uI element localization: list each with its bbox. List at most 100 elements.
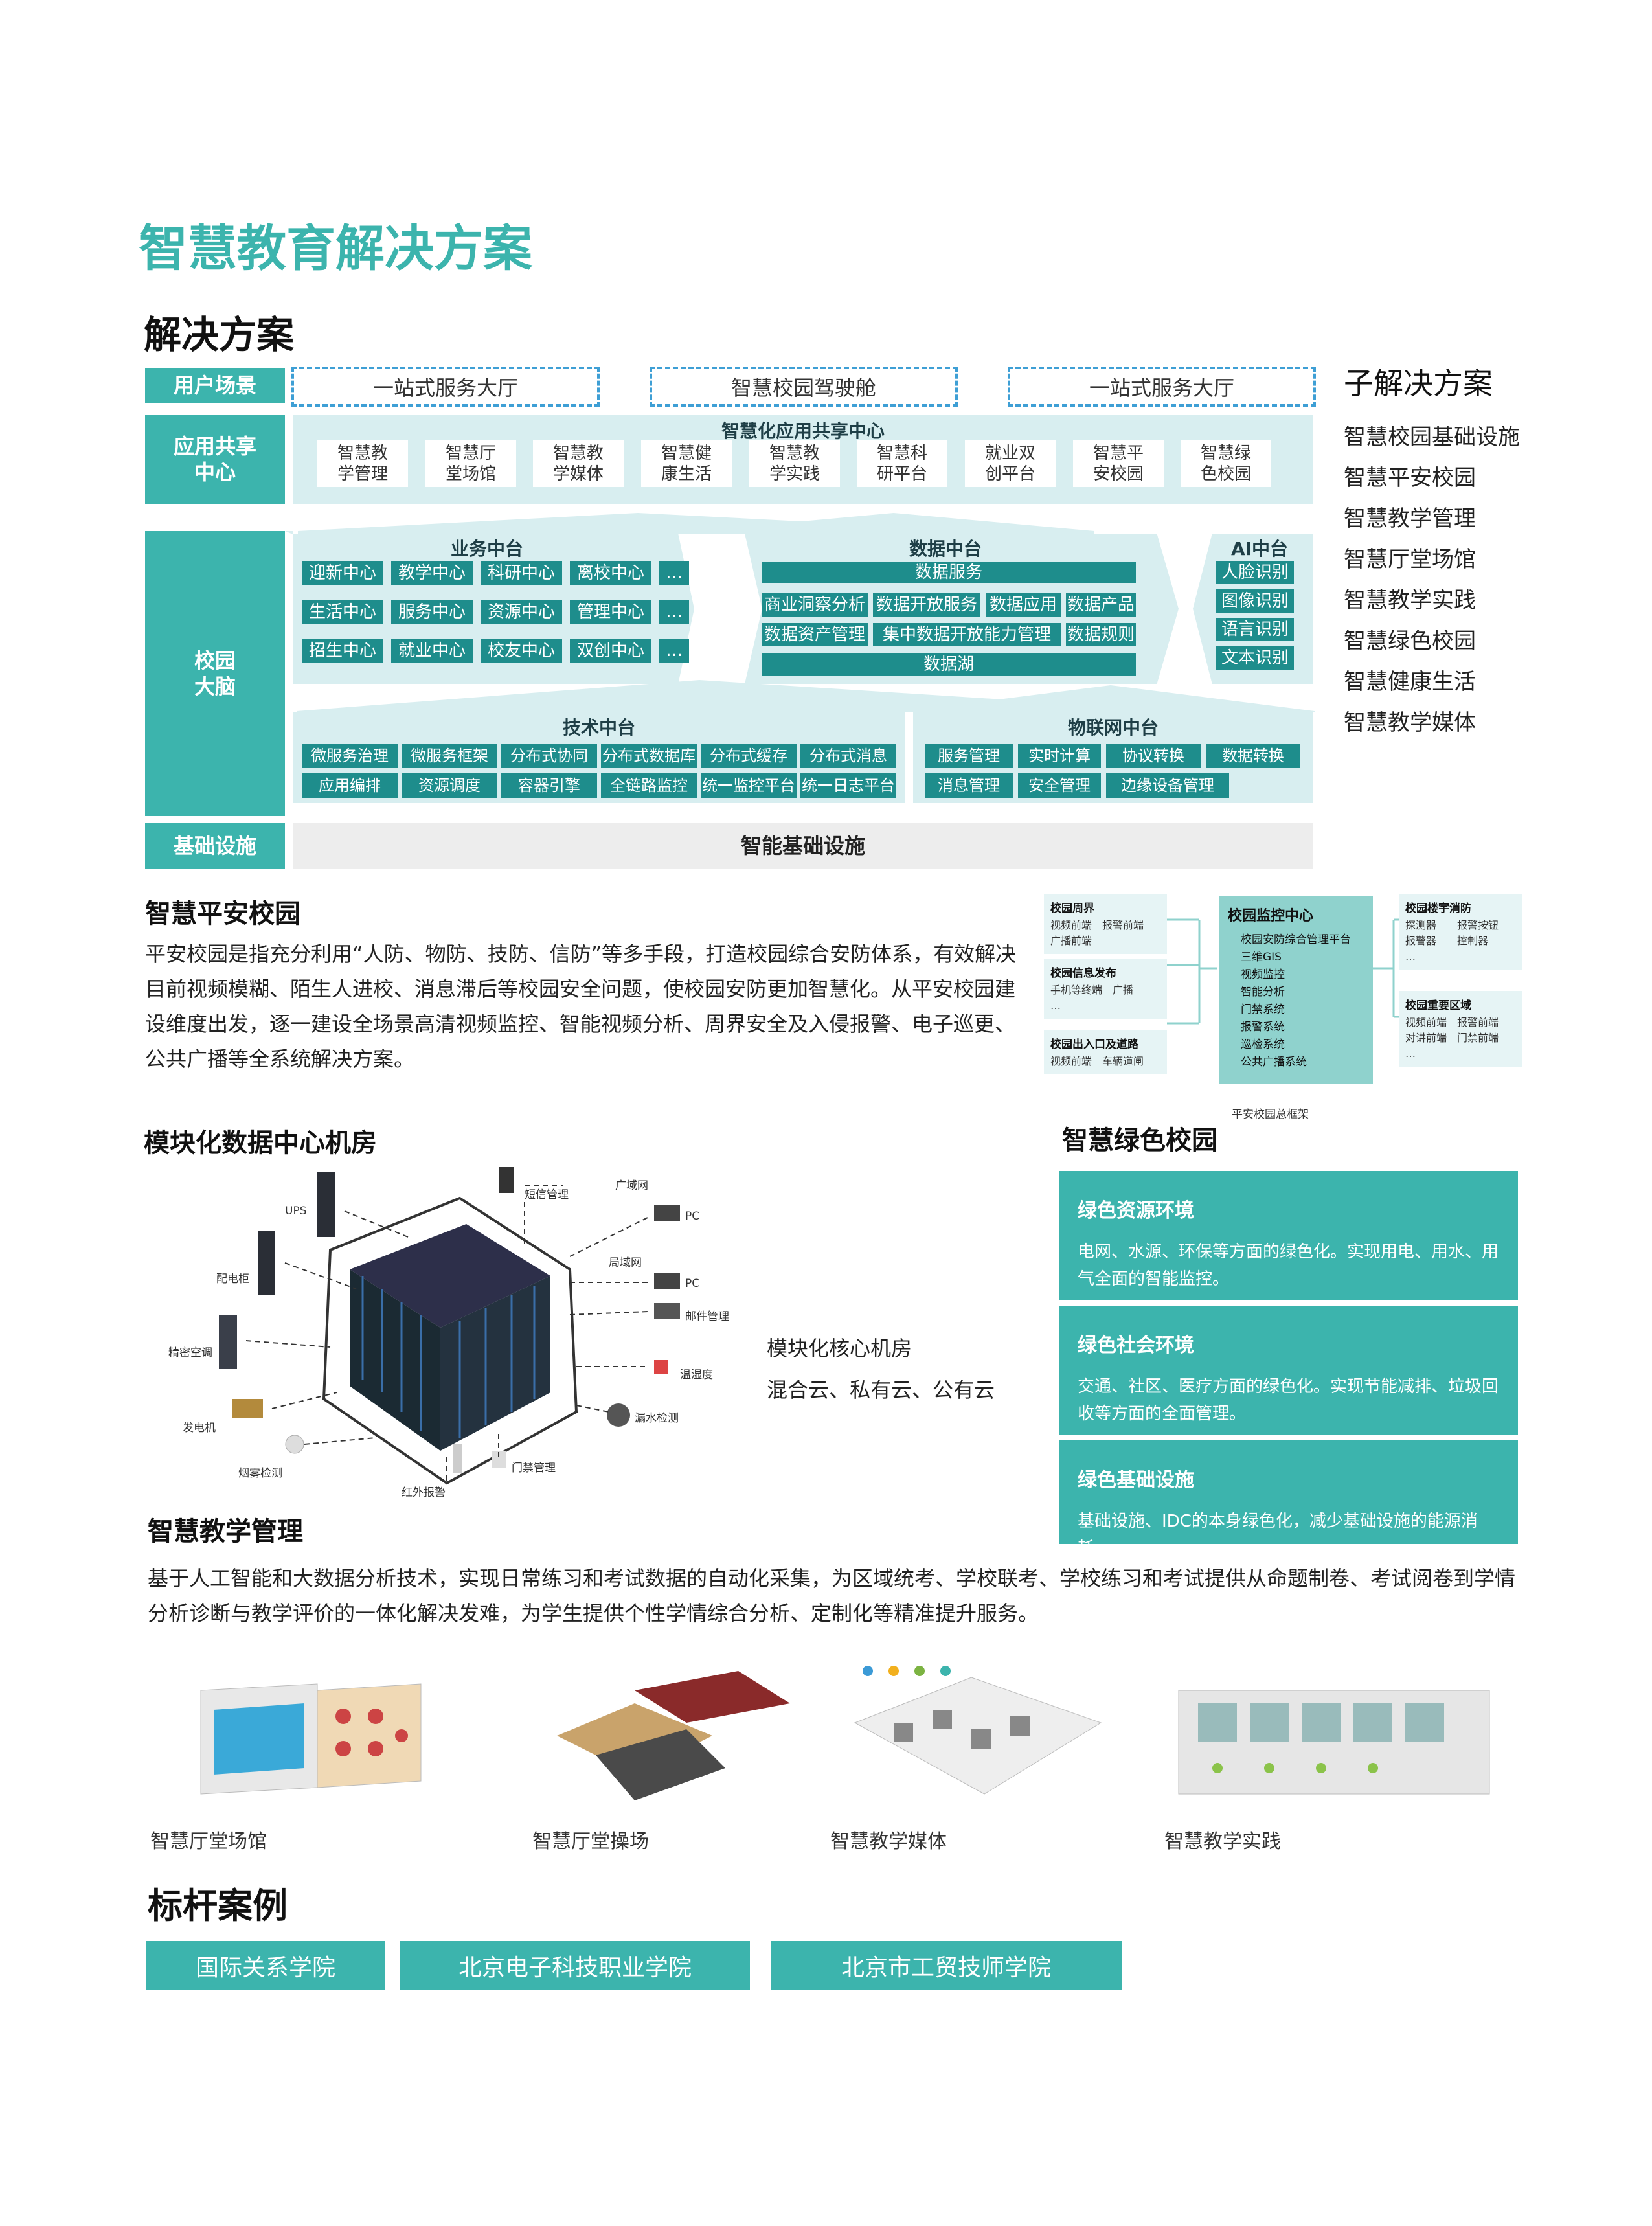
diagram-box-title: 校园楼宇消防 xyxy=(1405,902,1471,915)
sub-solution-item[interactable]: 智慧绿色校园 xyxy=(1344,628,1476,654)
tech-item: 全链路监控 xyxy=(601,773,697,798)
sub-solutions-heading: 子解决方案 xyxy=(1344,366,1493,401)
green-card-desc: 基础设施、IDC的本身绿色化，减少基础设施的能源消耗。 xyxy=(1078,1512,1478,1558)
diagram-box-title: 校园信息发布 xyxy=(1050,967,1116,980)
sub-solution-item[interactable]: 智慧校园基础设施 xyxy=(1344,424,1520,450)
dc-label: 烟雾检测 xyxy=(238,1467,282,1480)
business-item: 校友中心 xyxy=(481,639,562,663)
green-card-title: 绿色社会环境 xyxy=(1078,1334,1194,1357)
case-item[interactable]: 北京市工贸技师学院 xyxy=(771,1941,1122,1990)
business-item: 离校中心 xyxy=(570,561,651,585)
diagram-box-line: 视频前端 报警前端 xyxy=(1050,919,1144,931)
dc-side-line: 混合云、私有云、公有云 xyxy=(767,1378,995,1402)
sub-solution-item[interactable]: 智慧教学媒体 xyxy=(1344,710,1476,736)
business-item: 迎新中心 xyxy=(302,561,383,585)
monitor-center-item: 门禁系统 xyxy=(1241,1003,1285,1016)
data-title: 数据中台 xyxy=(909,538,982,560)
tech-title: 技术中台 xyxy=(562,717,635,738)
tech-item: 统一监控平台 xyxy=(701,773,797,798)
scene-item: 一站式服务大厅 xyxy=(291,367,600,407)
diagram-box-title: 校园重要区域 xyxy=(1405,999,1471,1012)
data-service: 数据服务 xyxy=(762,562,1136,583)
business-item: … xyxy=(659,561,689,585)
tag-user-scene: 用户场景 xyxy=(145,368,285,403)
page-title: 智慧教育解决方案 xyxy=(139,220,532,277)
image-playground xyxy=(518,1664,803,1813)
diagram-box-line: 手机等终端 广播 xyxy=(1050,984,1134,996)
diagram-box-line: 探测器 报警按钮 xyxy=(1405,919,1499,931)
diagram-box: 校园重要区域视频前端 报警前端对讲前端 门禁前端… xyxy=(1399,991,1522,1067)
tech-item: 统一日志平台 xyxy=(800,773,896,798)
dc-label: 发电机 xyxy=(183,1422,216,1435)
business-item: 教学中心 xyxy=(391,561,473,585)
dc-label: 精密空调 xyxy=(168,1346,212,1359)
sub-solution-item[interactable]: 智慧厅堂场馆 xyxy=(1344,547,1476,573)
business-item: 管理中心 xyxy=(570,600,651,624)
image-practice xyxy=(1172,1664,1496,1813)
image-venue xyxy=(149,1664,453,1813)
monitor-center-item: 公共广播系统 xyxy=(1241,1056,1307,1069)
diagram-caption: 平安校园总框架 xyxy=(1232,1108,1309,1121)
app-item: 智慧绿色校园 xyxy=(1181,440,1271,487)
sub-solution-item[interactable]: 智慧健康生活 xyxy=(1344,669,1476,695)
dc-label: PC xyxy=(685,1277,700,1290)
green-card: 绿色基础设施 基础设施、IDC的本身绿色化，减少基础设施的能源消耗。 xyxy=(1059,1440,1518,1558)
case-item[interactable]: 北京电子科技职业学院 xyxy=(400,1941,750,1990)
iot-item: 服务管理 xyxy=(925,744,1013,768)
dc-side-line: 模块化核心机房 xyxy=(767,1336,912,1361)
green-card-title: 绿色基础设施 xyxy=(1078,1469,1194,1492)
tech-item: 应用编排 xyxy=(302,773,398,798)
iot-item: 边缘设备管理 xyxy=(1106,773,1229,798)
business-item: 科研中心 xyxy=(481,561,562,585)
diagram-box-line: … xyxy=(1405,1047,1416,1060)
datacenter-drawing xyxy=(219,1167,680,1485)
iot-item: 安全管理 xyxy=(1018,773,1101,798)
ai-item: 文本识别 xyxy=(1216,646,1294,670)
data-item: 集中数据开放能力管理 xyxy=(873,623,1061,646)
scene-item: 一站式服务大厅 xyxy=(1008,367,1316,407)
solution-heading: 解决方案 xyxy=(144,313,295,357)
dc-label: 温湿度 xyxy=(680,1369,713,1381)
dc-label: 短信管理 xyxy=(525,1188,569,1201)
tech-item: 分布式消息 xyxy=(800,744,896,768)
data-item: 数据应用 xyxy=(986,593,1061,617)
dc-label: 邮件管理 xyxy=(685,1310,729,1323)
diagram-box-line: 广播前端 xyxy=(1050,935,1092,947)
sub-solution-item[interactable]: 智慧教学实践 xyxy=(1344,587,1476,613)
infra-bar: 智能基础设施 xyxy=(293,823,1313,869)
tech-item: 微服务治理 xyxy=(302,744,398,768)
sub-solution-item[interactable]: 智慧平安校园 xyxy=(1344,465,1476,491)
business-item: 就业中心 xyxy=(391,639,473,663)
image-caption: 智慧厅堂操场 xyxy=(532,1830,649,1853)
dc-label: PC xyxy=(685,1210,700,1223)
dc-label: 漏水检测 xyxy=(635,1412,679,1425)
datacenter-side-text: 模块化核心机房 混合云、私有云、公有云 xyxy=(767,1328,995,1411)
app-item: 智慧平安校园 xyxy=(1073,440,1164,487)
data-item: 商业洞察分析 xyxy=(762,593,868,617)
sub-solutions: 子解决方案 智慧校园基础设施智慧平安校园智慧教学管理智慧厅堂场馆智慧教学实践智慧… xyxy=(1344,360,1520,744)
business-title: 业务中台 xyxy=(450,538,523,560)
image-caption: 智慧教学媒体 xyxy=(830,1830,947,1853)
ai-title: AI中台 xyxy=(1230,538,1289,560)
green-card: 绿色资源环境 电网、水源、环保等方面的绿色化。实现用电、用水、用气全面的智能监控… xyxy=(1059,1171,1518,1300)
iot-item: 协议转换 xyxy=(1106,744,1201,768)
cases-heading: 标杆案例 xyxy=(148,1885,288,1926)
iot-item: 数据转换 xyxy=(1206,744,1300,768)
app-item: 智慧厅堂场馆 xyxy=(425,440,516,487)
case-item[interactable]: 国际关系学院 xyxy=(146,1941,385,1990)
green-campus-heading: 智慧绿色校园 xyxy=(1062,1126,1217,1155)
arch-arrows xyxy=(285,513,1315,712)
tech-item: 容器引擎 xyxy=(501,773,597,798)
sub-solution-item[interactable]: 智慧教学管理 xyxy=(1344,506,1476,532)
data-item: 数据开放服务 xyxy=(873,593,980,617)
diagram-box: 校园出入口及道路视频前端 车辆道闸 xyxy=(1044,1030,1167,1074)
diagram-box-line: … xyxy=(1050,999,1061,1012)
monitor-center-title: 校园监控中心 xyxy=(1228,908,1314,924)
tech-item: 分布式协同 xyxy=(501,744,597,768)
iot-item: 消息管理 xyxy=(925,773,1013,798)
tech-item: 分布式缓存 xyxy=(701,744,797,768)
app-center-title: 智慧化应用共享中心 xyxy=(721,420,885,442)
tech-item: 资源调度 xyxy=(402,773,497,798)
dc-label: 门禁管理 xyxy=(512,1462,556,1475)
